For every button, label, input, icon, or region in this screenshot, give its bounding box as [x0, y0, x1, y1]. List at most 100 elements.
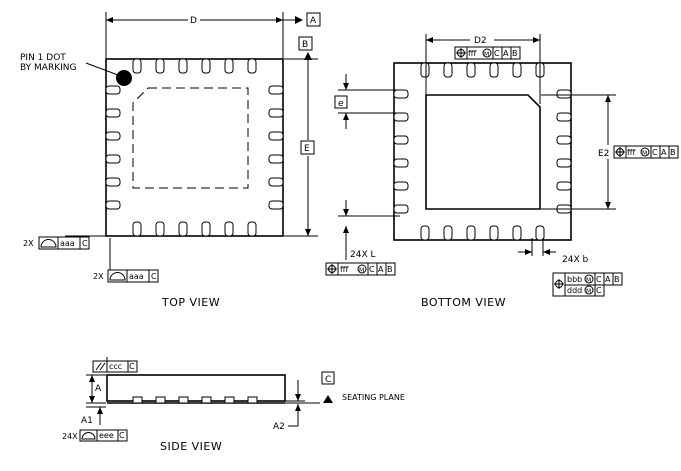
bottom-view-title: BOTTOM VIEW	[421, 296, 506, 309]
terminal-pad	[443, 62, 453, 78]
ddd-datum-c-cell	[594, 284, 605, 297]
fff-e2-datum-c: C	[652, 148, 658, 157]
mmc-icon	[640, 147, 650, 157]
e-pitch-arrow-bottom-icon	[343, 113, 349, 120]
top-view-pad-group	[105, 58, 284, 237]
terminal-pad	[105, 154, 121, 164]
terminal-pad	[420, 62, 430, 78]
e2-arrow-bottom-icon	[605, 202, 611, 209]
side-lead	[132, 396, 143, 404]
terminal-pad	[247, 58, 257, 74]
terminal-pad	[132, 221, 142, 237]
bottom-view-pad-group	[393, 62, 572, 241]
parallelism-icon-b	[99, 362, 106, 371]
mmc-letter: M	[586, 277, 591, 284]
ccc-symbol-cell	[92, 360, 108, 373]
terminal-pad	[178, 221, 188, 237]
aaa-left-datum-cell	[79, 236, 90, 250]
fff-l-value: fff	[340, 265, 349, 274]
b-arrow-left-icon	[525, 249, 532, 255]
terminal-pad	[443, 225, 453, 241]
top-view-package-outline	[105, 58, 284, 237]
side-view-lead-group	[132, 396, 258, 404]
e-pitch-box	[334, 95, 348, 109]
b-note: 24X b	[562, 255, 588, 265]
eee-value: eee	[99, 431, 114, 440]
d2-arrow-left-icon	[426, 37, 433, 43]
terminal-pad	[224, 221, 234, 237]
bbb-datum-a: A	[605, 275, 611, 284]
terminal-pad	[393, 89, 409, 99]
mmc-letter: M	[642, 150, 647, 157]
fff-e2-datum-a: A	[661, 148, 667, 157]
mmc-letter: M	[586, 288, 591, 295]
terminal-pad	[556, 89, 572, 99]
datum-c-box	[321, 371, 335, 385]
terminal-pad	[268, 108, 284, 118]
mmc-icon	[357, 264, 367, 274]
mmc-letter: M	[359, 267, 364, 274]
d-arrow-right-icon	[276, 17, 283, 23]
ccc-datum: C	[129, 362, 135, 371]
dimension-e2-label: E2	[598, 149, 609, 159]
profile-surface-icon	[81, 432, 96, 440]
bottom-view: D2 fff M C A B e E2	[325, 34, 681, 309]
parallelism-icon-a	[95, 362, 102, 371]
dimension-a2-label: A2	[273, 422, 285, 432]
top-view-pad-outline	[132, 87, 249, 189]
datum-a-triangle-icon	[295, 16, 303, 24]
terminal-pad	[155, 221, 165, 237]
mmc-letter: M	[484, 51, 489, 58]
aaa-left-value: aaa	[60, 239, 75, 248]
terminal-pad	[393, 158, 409, 168]
terminal-pad	[268, 131, 284, 141]
exposed-pad	[425, 94, 541, 210]
aaa-bottom-datum: C	[151, 272, 157, 281]
a2-arrow-top-icon	[295, 394, 301, 401]
pin1-leader	[85, 62, 119, 76]
terminal-pad	[268, 177, 284, 187]
terminal-pad	[201, 221, 211, 237]
e2-arrow-top-icon	[605, 95, 611, 102]
fff-d2-datum-b: B	[512, 49, 518, 58]
fff-d2-value: fff	[468, 49, 477, 58]
terminal-pad	[466, 62, 476, 78]
b-arrow-right-icon	[543, 249, 550, 255]
bbb-datum-c: C	[596, 275, 602, 284]
side-view: C SEATING PLANE ccc C A A1 24X eee C	[62, 357, 405, 453]
terminal-pad	[105, 200, 121, 210]
ccc-value: ccc	[109, 362, 122, 371]
side-lead	[201, 396, 212, 404]
profile-surface-icon	[40, 239, 57, 248]
terminal-pad	[132, 58, 142, 74]
dimension-a-label: A	[95, 384, 102, 394]
fff-e2-value: fff	[627, 148, 636, 157]
datum-c-letter: C	[325, 375, 331, 385]
terminal-pad	[201, 58, 211, 74]
terminal-pad	[178, 58, 188, 74]
dimension-d2-label: D2	[474, 36, 487, 46]
terminal-pad	[105, 108, 121, 118]
top-view-title: TOP VIEW	[161, 296, 220, 309]
terminal-pad	[393, 204, 409, 214]
l-arrow-bottom-icon	[343, 226, 349, 233]
pin1-label-line2: BY MARKING	[20, 63, 77, 73]
terminal-pad	[105, 131, 121, 141]
aaa-bottom-value: aaa	[129, 272, 144, 281]
side-view-title: SIDE VIEW	[160, 440, 222, 453]
fff-l-datum-c: C	[369, 265, 375, 274]
mmc-icon	[584, 285, 594, 295]
side-lead	[224, 396, 235, 404]
datum-b-letter: B	[302, 40, 308, 50]
terminal-pad	[105, 85, 121, 95]
terminal-pad	[268, 85, 284, 95]
terminal-pad	[224, 58, 234, 74]
bbb-datum-b: B	[614, 275, 620, 284]
fff-e2-datum-b-cell	[668, 145, 679, 159]
fff-e2-datum-b: B	[670, 148, 676, 157]
e-arrow-bottom-icon	[305, 229, 311, 236]
aaa-left-count: 2X	[23, 239, 34, 248]
bbb-value: bbb	[567, 275, 582, 284]
datum-b-triangle-icon	[304, 52, 312, 60]
